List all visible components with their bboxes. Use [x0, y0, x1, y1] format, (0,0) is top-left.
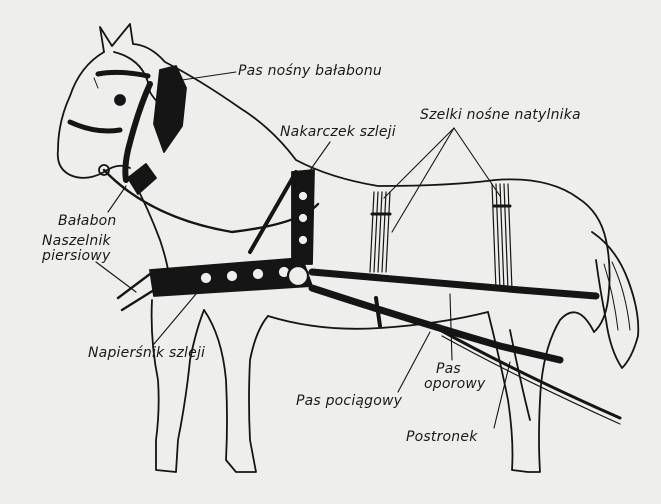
- label-szelki-nosne-natylnika: Szelki nośne natylnika: [420, 108, 581, 123]
- label-naszelnik-line2: piersiowy: [42, 249, 110, 264]
- trace-buckle: [376, 298, 380, 326]
- collar-disc-1: [200, 272, 212, 284]
- leader-balabon: [108, 186, 126, 212]
- horse-hind-leg: [488, 312, 594, 472]
- label-postronek: Postronek: [406, 430, 478, 445]
- label-napiersnik-szleji: Napierśnik szleji: [88, 346, 205, 361]
- horse-chest-and-foreleg: [152, 300, 204, 472]
- bridle-throat: [154, 66, 186, 152]
- label-naszelnik-line1: Naszelnik: [42, 234, 111, 249]
- leader-napiersnik: [154, 294, 196, 344]
- balabon-weight: [128, 164, 156, 194]
- neck-strap-disc-1: [298, 191, 308, 201]
- horse-inner-foreleg: [204, 310, 268, 472]
- crupper-strap-group-2: [492, 184, 512, 290]
- collar-disc-3: [252, 268, 264, 280]
- label-pas-pociagowy: Pas pociągowy: [296, 394, 402, 409]
- pas-pociagowy-trace: [312, 288, 560, 360]
- label-balabon: Bałabon: [58, 214, 117, 229]
- neck-strap-disc-3: [298, 235, 308, 245]
- neck-strap-to-reins: [250, 172, 296, 252]
- collar-disc-2: [226, 270, 238, 282]
- crupper-strap-group-1: [370, 192, 390, 272]
- collar-center-ring: [288, 266, 308, 286]
- label-pas-line2: oporowy: [424, 377, 485, 392]
- horse-eye: [115, 95, 125, 105]
- bridle-noseband: [70, 122, 120, 131]
- label-nakarczek-szleji: Nakarczek szleji: [280, 125, 396, 140]
- label-pas-nosny-balabonu: Pas nośny bałabonu: [238, 64, 382, 79]
- leader-szelki-2: [454, 128, 500, 196]
- neck-strap-disc-2: [298, 213, 308, 223]
- leader-naszelnik: [96, 262, 136, 292]
- pas-oporowy-belt: [312, 272, 596, 296]
- label-pas-line1: Pas: [436, 362, 461, 377]
- postronek-trace: [440, 330, 620, 418]
- bridle-browband: [98, 72, 148, 76]
- leader-pas-oporowy: [450, 294, 452, 360]
- horse-tail: [592, 232, 638, 368]
